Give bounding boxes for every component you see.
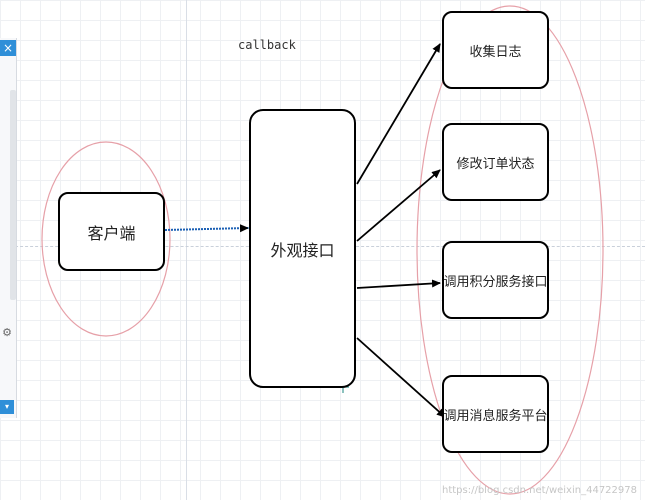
facade-to-log-arrow[interactable] xyxy=(356,43,441,185)
facade-node-label: 外观接口 xyxy=(270,240,335,260)
client-node-label: 客户端 xyxy=(87,223,136,243)
gear-icon[interactable]: ⚙ xyxy=(2,326,12,339)
subsystem-group-ellipse xyxy=(416,5,604,495)
side-panel-scrollbar[interactable] xyxy=(10,90,16,300)
facade-to-message-service-arrow[interactable] xyxy=(356,337,446,418)
facade-to-order-status-arrow[interactable] xyxy=(356,169,441,242)
client-to-facade-arrow[interactable] xyxy=(164,224,249,233)
collect-log-label: 收集日志 xyxy=(469,44,522,60)
points-service-label: 调用积分服务接口 xyxy=(443,274,548,290)
facade-to-points-service-arrow[interactable] xyxy=(356,279,441,289)
modify-order-status-label: 修改订单状态 xyxy=(456,156,535,172)
points-service-node[interactable]: 调用积分服务接口 xyxy=(442,241,549,319)
message-service-node[interactable]: 调用消息服务平台 xyxy=(442,375,549,453)
watermark: https://blog.csdn.net/weixin_44722978 xyxy=(441,485,637,496)
client-group-ellipse xyxy=(41,141,171,337)
facade-interface-node[interactable]: 外观接口 xyxy=(249,109,356,388)
collect-log-node[interactable]: 收集日志 xyxy=(442,11,549,89)
modify-order-status-node[interactable]: 修改订单状态 xyxy=(442,123,549,201)
message-service-label: 调用消息服务平台 xyxy=(443,408,548,424)
callback-label: callback xyxy=(238,38,296,52)
chevron-down-icon[interactable]: ▾ xyxy=(0,400,14,414)
page-guide-vertical xyxy=(186,0,187,500)
client-node[interactable]: 客户端 xyxy=(58,192,165,271)
close-icon[interactable]: × xyxy=(0,40,16,56)
